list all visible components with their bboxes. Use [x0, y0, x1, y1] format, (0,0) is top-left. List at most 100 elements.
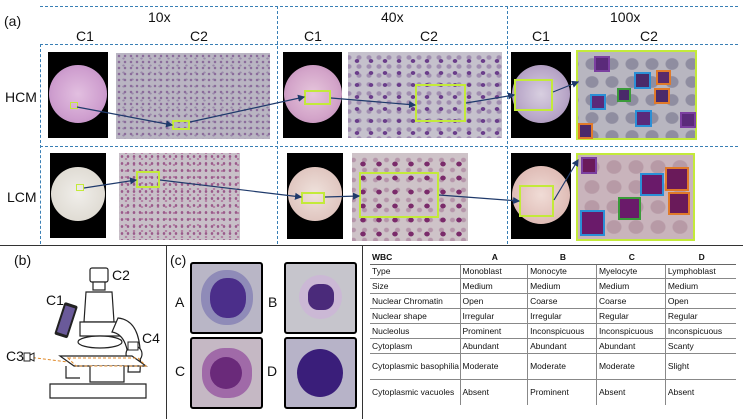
- cell-image-b: [284, 262, 357, 334]
- lcm-10x-c1-roi: [76, 184, 84, 191]
- hcm-10x-c1-roi: [70, 102, 78, 109]
- divider-40x-100x: [507, 6, 508, 244]
- table-row: Nuclear shape Irregular Irregular Regula…: [370, 307, 736, 323]
- hcm-detection-box: [654, 88, 670, 104]
- hcm-10x-c2-image: [116, 53, 270, 139]
- table-cell: Monocyte: [527, 263, 597, 279]
- table-cell: Abundant: [527, 337, 597, 353]
- lcm-detection-box: [665, 167, 689, 191]
- hcm-detection-box: [680, 112, 696, 128]
- hcm-detection-box: [590, 94, 606, 110]
- microscope-label-c1: C1: [46, 292, 64, 308]
- bottom-section-divider: [0, 245, 743, 246]
- table-cell: Cytoplasm: [370, 337, 461, 353]
- hcm-detection-box: [617, 88, 631, 102]
- table-cell: Abundant: [596, 337, 666, 353]
- table-cell: Medium: [596, 277, 666, 293]
- panel-label-a: (a): [4, 13, 22, 29]
- table-cell: Absent: [460, 378, 529, 405]
- table-cell: Lymphoblast: [665, 263, 736, 279]
- lcm-detection-box: [581, 157, 597, 174]
- table-cell: Nuclear shape: [370, 307, 461, 323]
- table-cell: Inconspicuous: [527, 322, 597, 338]
- hcm-40x-c1-image: [283, 52, 342, 138]
- microscope-illustration: [23, 267, 148, 399]
- table-cell: Regular: [665, 307, 736, 323]
- cell-label-b: B: [268, 294, 278, 310]
- magnification-10x: 10x: [148, 9, 171, 25]
- top-border: [40, 6, 738, 7]
- microscope-label-c4: C4: [142, 330, 160, 346]
- table-cell: Prominent: [460, 322, 529, 338]
- header-divider: [40, 44, 738, 45]
- table-cell: Coarse: [527, 292, 597, 308]
- table-cell: Cytoplasmic vacuoles: [370, 378, 461, 405]
- table-header-cell: C: [596, 251, 666, 265]
- c-table-divider: [362, 245, 363, 419]
- table-cell: Myelocyte: [596, 263, 666, 279]
- table-header-row: WBC A B C D: [370, 251, 736, 265]
- row-divider: [40, 146, 738, 147]
- table-header-cell: D: [665, 251, 736, 265]
- lcm-10x-c1-image: [50, 153, 106, 238]
- magnification-40x: 40x: [381, 9, 404, 25]
- table-row: Nucleolus Prominent Inconspicuous Incons…: [370, 322, 736, 338]
- cell-label-c: C: [175, 363, 186, 379]
- table-cell: Medium: [460, 277, 529, 293]
- table-cell: Size: [370, 277, 461, 293]
- col-c1-100x: C1: [532, 28, 550, 44]
- table-cell: Inconspicuous: [665, 322, 736, 338]
- panel-label-b: (b): [14, 252, 32, 268]
- lcm-100x-c2-roi-frame: [576, 153, 695, 241]
- table-cell: Type: [370, 263, 461, 279]
- table-row: Cytoplasm Abundant Abundant Abundant Sca…: [370, 337, 736, 353]
- table-cell: Monoblast: [460, 263, 529, 279]
- hcm-40x-c2-image: [348, 52, 502, 138]
- label-column-divider: [40, 44, 41, 244]
- col-c2-10x: C2: [190, 28, 208, 44]
- b-c-divider: [166, 245, 167, 419]
- table-cell: Irregular: [460, 307, 529, 323]
- wbc-characteristics-table: WBC A B C D Type Monoblast Monocyte Myel…: [370, 251, 736, 405]
- table-header-cell: A: [460, 251, 528, 265]
- lcm-10x-c2-image: [119, 153, 240, 240]
- lcm-detection-box: [668, 192, 690, 215]
- col-c1-40x: C1: [304, 28, 322, 44]
- table-cell: Medium: [665, 277, 736, 293]
- hcm-detection-box: [634, 72, 651, 89]
- hcm-100x-c1-image: [511, 52, 571, 138]
- hcm-detection-box: [594, 56, 610, 72]
- table-cell: Prominent: [527, 378, 597, 405]
- divider-10x-40x: [277, 6, 278, 244]
- row-label-lcm: LCM: [7, 189, 37, 205]
- table-row: Cytoplasmic vacuoles Absent Prominent Ab…: [370, 378, 736, 405]
- cell-image-c: [190, 337, 263, 409]
- table-cell: Slight: [665, 352, 736, 379]
- cell-label-a: A: [175, 294, 185, 310]
- table-row: Size Medium Medium Medium Medium: [370, 277, 736, 293]
- microscope-label-c3: C3: [6, 348, 24, 364]
- table-row: Type Monoblast Monocyte Myelocyte Lympho…: [370, 263, 736, 279]
- table-cell: Absent: [665, 378, 736, 405]
- hcm-10x-c1-image: [48, 52, 108, 138]
- microscope-label-c2: C2: [112, 267, 130, 283]
- zoom-arrows: [76, 80, 580, 205]
- table-cell: Absent: [596, 378, 666, 405]
- lcm-detection-box: [640, 173, 664, 196]
- table-cell: Moderate: [527, 352, 597, 379]
- col-c2-100x: C2: [640, 28, 658, 44]
- table-cell: Moderate: [596, 352, 666, 379]
- table-row: Cytoplasmic basophilia Moderate Moderate…: [370, 352, 736, 379]
- cell-image-a: [190, 262, 263, 334]
- table-cell: Irregular: [527, 307, 597, 323]
- magnification-100x: 100x: [610, 9, 641, 25]
- table-cell: Coarse: [596, 292, 666, 308]
- table-header-cell: WBC: [370, 251, 461, 265]
- hcm-detection-box: [578, 123, 593, 139]
- table-cell: Regular: [596, 307, 666, 323]
- table-cell: Nuclear Chromatin: [370, 292, 461, 308]
- table-cell: Inconspicuous: [596, 322, 666, 338]
- lcm-100x-c1-image: [511, 153, 571, 239]
- table-cell: Abundant: [460, 337, 529, 353]
- row-label-hcm: HCM: [5, 89, 37, 105]
